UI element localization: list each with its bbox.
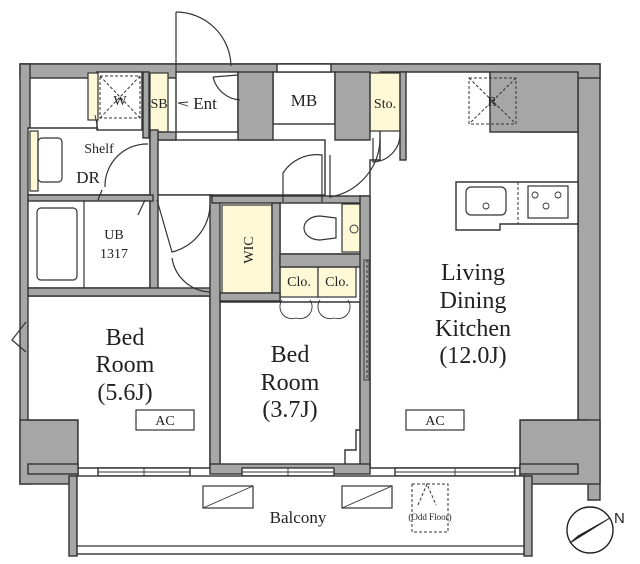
vanity-sink: [37, 137, 63, 183]
shelf-label: Shelf: [84, 142, 114, 157]
unit-bath-size: 1317: [100, 247, 128, 262]
bed-room-2-line2: Room: [261, 370, 320, 396]
closet-2-label: Clo.: [325, 275, 349, 290]
meter-box-label: MB: [291, 91, 317, 110]
interior-walls: [27, 71, 579, 475]
bed-room-1-area: (5.6J): [97, 380, 152, 406]
entrance-label: Ent: [193, 94, 217, 113]
escape-hatch: [411, 483, 449, 533]
room-labels: W SB Ent MB Sto. R Shelf DR UB 1317 WIC …: [76, 91, 511, 527]
shoe-box-label: SB: [150, 97, 167, 112]
outdoor-unit-2: [341, 485, 393, 509]
unit-bath-label: UB: [104, 228, 123, 243]
toilet: [303, 215, 337, 241]
north-arrow-icon: [569, 517, 611, 544]
walk-in-closet: [221, 204, 273, 294]
odd-floor-label: (Odd Floor): [408, 512, 451, 522]
ldk-area: (12.0J): [439, 343, 506, 369]
hallway-floor: [156, 139, 326, 196]
washer-pan: [99, 75, 141, 119]
bathtub: [36, 207, 78, 281]
ldk-line1: Living: [441, 260, 505, 286]
room-floors: [27, 63, 579, 469]
closet-2: [317, 266, 357, 298]
bed-room-1-line1: Bed: [106, 325, 145, 351]
kitchen-sink: [465, 186, 507, 216]
fixtures: [36, 75, 579, 431]
ac-unit-1: [135, 409, 195, 431]
bed-room-1-line2: Room: [96, 352, 155, 378]
closet-1-label: Clo.: [287, 275, 311, 290]
outdoor-unit-1: [202, 485, 254, 509]
washer-label: W: [113, 94, 127, 109]
refrigerator-space: [468, 77, 517, 125]
storage-label: Sto.: [374, 97, 396, 112]
gas-stove: [527, 185, 569, 219]
dressing-room-label: DR: [76, 168, 100, 187]
storage-areas: [29, 72, 519, 298]
wic-label: WIC: [242, 236, 257, 263]
compass: N: [566, 506, 625, 554]
ldk-line2: Dining: [440, 288, 507, 314]
bed-room-2-line1: Bed: [271, 342, 310, 368]
balcony: [76, 475, 525, 555]
ac-1-label: AC: [155, 414, 174, 429]
balcony-windows: [97, 467, 516, 477]
kitchen-counter: [455, 181, 579, 231]
hallway-lower: [156, 194, 213, 291]
ac-2-label: AC: [425, 414, 444, 429]
unit-bath-floor: [27, 199, 151, 289]
refrigerator-label: R: [487, 95, 497, 110]
bed-room-2-area: (3.7J): [262, 397, 317, 423]
ac-unit-2: [405, 409, 465, 431]
closet-1: [279, 266, 319, 298]
ldk-line3: Kitchen: [435, 316, 511, 342]
balcony-label: Balcony: [270, 508, 327, 527]
doors: [11, 11, 401, 381]
compass-north-label: N: [614, 510, 625, 527]
